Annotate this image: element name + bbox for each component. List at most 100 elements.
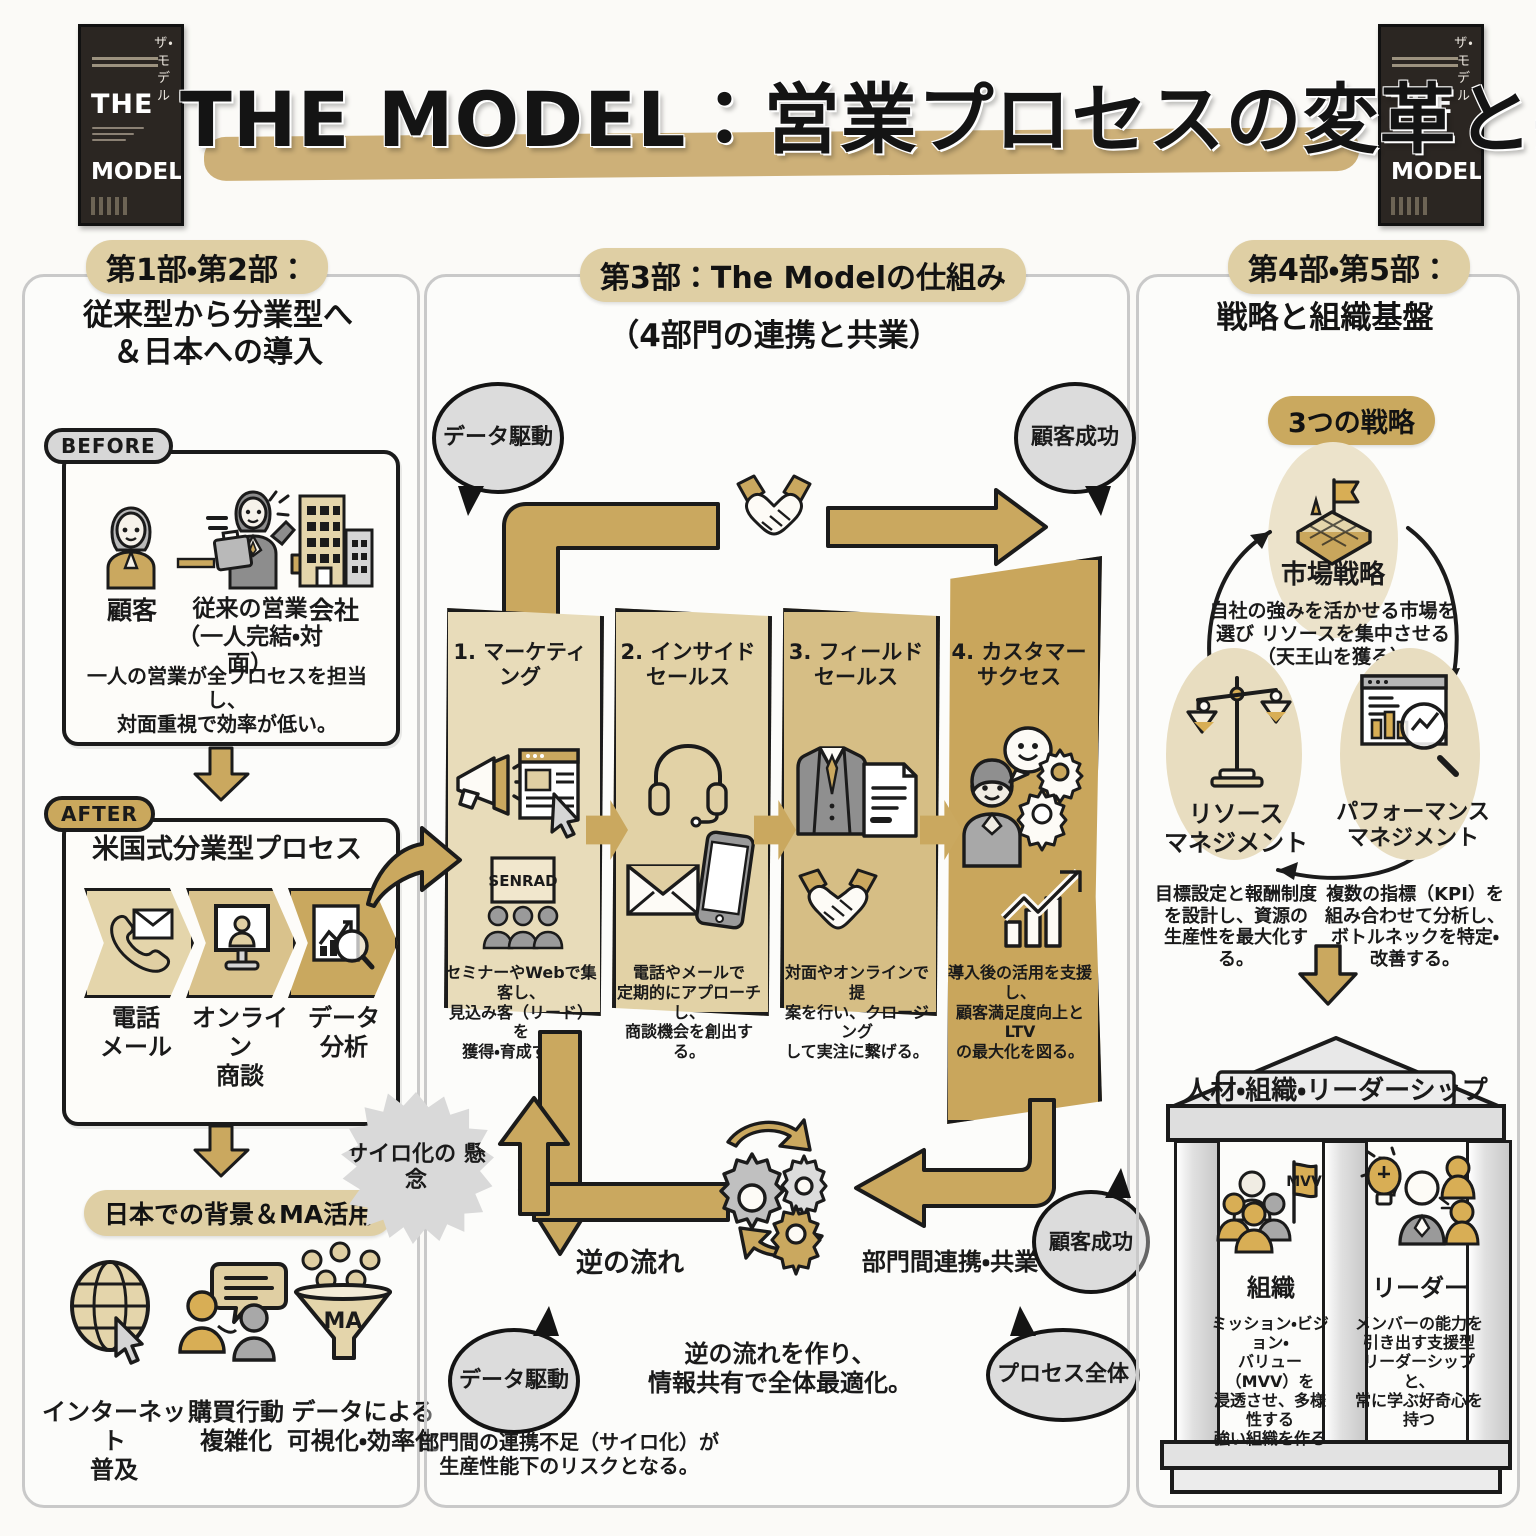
customer-avatar-icon xyxy=(92,492,170,592)
smartphone-icon xyxy=(695,830,755,932)
bubble-customer-success-top: 顧客成功 xyxy=(1014,382,1136,516)
stage-3-title: 4. カスタマー サクセス xyxy=(951,640,1087,689)
book-cover-right: ザ・モ デ ル THE MODEL xyxy=(1378,24,1484,226)
reverse-flow-label: 逆の流れ xyxy=(576,1248,684,1279)
after-step-2-label: データ 分析 xyxy=(308,1004,380,1061)
temple-pillar-1-label: リーダー xyxy=(1372,1274,1468,1302)
japan-badge: 日本での背景＆MA活用 xyxy=(84,1190,394,1236)
after-step-0-label: 電話 メール xyxy=(100,1004,172,1061)
book-barcode-icon xyxy=(91,197,131,215)
strategy-bottom-arrow-icon xyxy=(1248,840,1428,894)
japan-item-1-label: 購買行動 複雑化 xyxy=(188,1398,284,1455)
right-section-subtitle: 戦略と組織基盤 xyxy=(1216,300,1434,336)
book-blurb-lines xyxy=(1392,127,1452,145)
center-section-subtitle: （4部門の連携と共業） xyxy=(608,318,940,354)
temple-pediment-icon xyxy=(1166,1034,1506,1158)
title-block: THE MODEL：営業プロセスの変革と共業 xyxy=(180,36,1536,206)
japan-item-0-label: インターネット 普及 xyxy=(42,1398,186,1484)
before-customer-label: 顧客 xyxy=(106,596,157,625)
japan-item-2-label: データによる 可視化・効率化 xyxy=(286,1398,440,1455)
book-model-label: MODEL xyxy=(1391,159,1483,185)
document-icon xyxy=(860,760,920,844)
stage-1-desc: 電話やメールで 定期的にアプローチし、 商談機会を創出する。 xyxy=(616,963,761,1062)
down-arrow-icon-2 xyxy=(192,1124,250,1182)
stage-card-1[interactable] xyxy=(612,608,772,1016)
team-flag-icon: MVV xyxy=(1216,1158,1322,1258)
headset-icon xyxy=(648,740,728,828)
collab-arrow-icon xyxy=(852,1096,1058,1230)
gear-icon-2 xyxy=(1016,788,1068,852)
flow-right-arrow-icon xyxy=(826,488,1048,570)
center-section-badge: 第3部：The Modelの仕組み xyxy=(580,248,1027,302)
dash-line-icon xyxy=(176,554,216,573)
temple-pillar-left xyxy=(1174,1140,1220,1452)
envelope-icon xyxy=(626,862,700,922)
after-step-1-label: オンライン 商談 xyxy=(192,1004,288,1090)
person-smile-icon xyxy=(958,750,1034,870)
people-chat-icon xyxy=(176,1256,288,1368)
silo-note: 部門間の連携不足（サイロ化）が 生産性能下のリスクとなる。 xyxy=(419,1430,719,1478)
online-meeting-icon xyxy=(210,904,274,976)
suit-icon xyxy=(796,742,868,842)
board-flag-icon xyxy=(1288,474,1384,570)
before-tag: BEFORE xyxy=(44,428,173,464)
after-tag: AFTER xyxy=(44,796,155,832)
stage-2-title: 3. フィールド セールス xyxy=(788,640,924,689)
left-section-subtitle: 従来型から分業型へ ＆日本への導入 xyxy=(83,298,353,370)
temple-base-icon xyxy=(1158,1440,1514,1504)
handshake-stage-icon xyxy=(794,866,882,938)
bubble-data-driven-top: データ駆動 xyxy=(432,382,564,516)
gears-cycle-icon xyxy=(700,1110,852,1276)
strategy-resource-ellipse xyxy=(1166,648,1302,860)
down-arrow-icon-3 xyxy=(1296,944,1360,1010)
gears-note: 逆の流れを作り、 情報共有で全体最適化。 xyxy=(648,1340,912,1397)
stage-0-title: 1. マーケティング xyxy=(453,640,587,689)
book-model-label: MODEL xyxy=(91,159,183,185)
header: ザ・モ デ ル THE MODEL ザ・モ デ ル THE MODEL THE … xyxy=(0,0,1536,236)
collab-label: 部門間連携・共業 xyxy=(861,1248,1039,1276)
seminar-screen-label: SENRAD xyxy=(488,872,557,890)
web-page-cursor-icon xyxy=(518,748,590,840)
leader-bulb-icon xyxy=(1360,1146,1480,1258)
bubble-data-driven-bottom: データ駆動 xyxy=(448,1306,580,1434)
down-arrow-icon xyxy=(192,746,250,806)
funnel-label: MA xyxy=(324,1309,363,1334)
bubble-customer-success-bottom: 顧客成功 xyxy=(1032,1168,1150,1294)
phone-mail-icon xyxy=(104,906,174,976)
strategy-market-desc: 自社の強みを活かせる市場を 選び リソースを集中させる （天王山を獲る） xyxy=(1209,600,1457,668)
salesperson-icon xyxy=(206,476,302,592)
company-building-icon xyxy=(290,490,380,594)
book-the-label: THE xyxy=(1391,89,1454,120)
stage-2-desc: 対面やオンラインで提 案を行い、クロージング して実注に繋げる。 xyxy=(784,963,929,1062)
strategy-resource-desc: 目標設定と報酬制度 を設計し、資源の 生産性を最大化する。 xyxy=(1155,884,1317,970)
growth-chart-icon xyxy=(1000,862,1090,956)
right-section-badge: 第4部・第5部： xyxy=(1228,240,1470,294)
before-salesperson-label: 従来の営業 （一人完結・対面） xyxy=(177,596,323,678)
temple-title: 人材・組織・リーダーシップ xyxy=(1184,1076,1488,1106)
strategy-resource-label: リソース マネジメント xyxy=(1164,800,1308,857)
bubble-process-whole: プロセス全体 xyxy=(986,1306,1140,1422)
before-company-label: 会社 xyxy=(308,596,359,625)
strategy-performance-desc: 複数の指標（KPI）を 組み合わせて分析し、 ボトルネックを特定・ 改善する。 xyxy=(1325,884,1505,970)
left-to-center-arrow-icon xyxy=(366,826,462,912)
book-kana-label: ザ・モ デ ル xyxy=(1454,36,1474,104)
temple-pillar-0-desc: ミッション・ビジョン・ バリュー（MVV）を 浸透させ、多様性する 強い組織を作… xyxy=(1211,1314,1329,1449)
strategy-badge: 3つの戦略 xyxy=(1268,396,1435,445)
stage-3-desc: 導入後の活用を支援し、 顧客満足度向上とLTV の最大化を図る。 xyxy=(947,963,1092,1062)
ma-funnel-icon: MA xyxy=(292,1241,396,1370)
balance-scale-icon xyxy=(1186,672,1292,790)
before-note: 一人の営業が全プロセスを担当し、 対面重視で効率が低い。 xyxy=(87,664,367,736)
globe-cursor-icon xyxy=(66,1256,162,1368)
strategy-market-label: 市場戦略 xyxy=(1280,560,1385,590)
after-title: 米国式分業型プロセス xyxy=(92,834,362,865)
book-barcode-icon xyxy=(1391,197,1431,215)
temple-pillar-1-desc: メンバーの能力を 引き出す支援型 リーダーシップと、 常に学ぶ好奇心を持つ xyxy=(1354,1314,1483,1429)
dashboard-search-icon xyxy=(1358,672,1462,780)
reverse-flow-left-head-icon xyxy=(478,1096,588,1220)
data-analysis-icon xyxy=(310,904,376,976)
left-section-badge: 第1部・第2部： xyxy=(86,240,328,294)
page-title: THE MODEL：営業プロセスの変革と共業 xyxy=(180,75,1536,164)
temple-pillar-mid xyxy=(1322,1140,1368,1452)
seminar-screen-icon: SENRAD xyxy=(478,856,570,956)
